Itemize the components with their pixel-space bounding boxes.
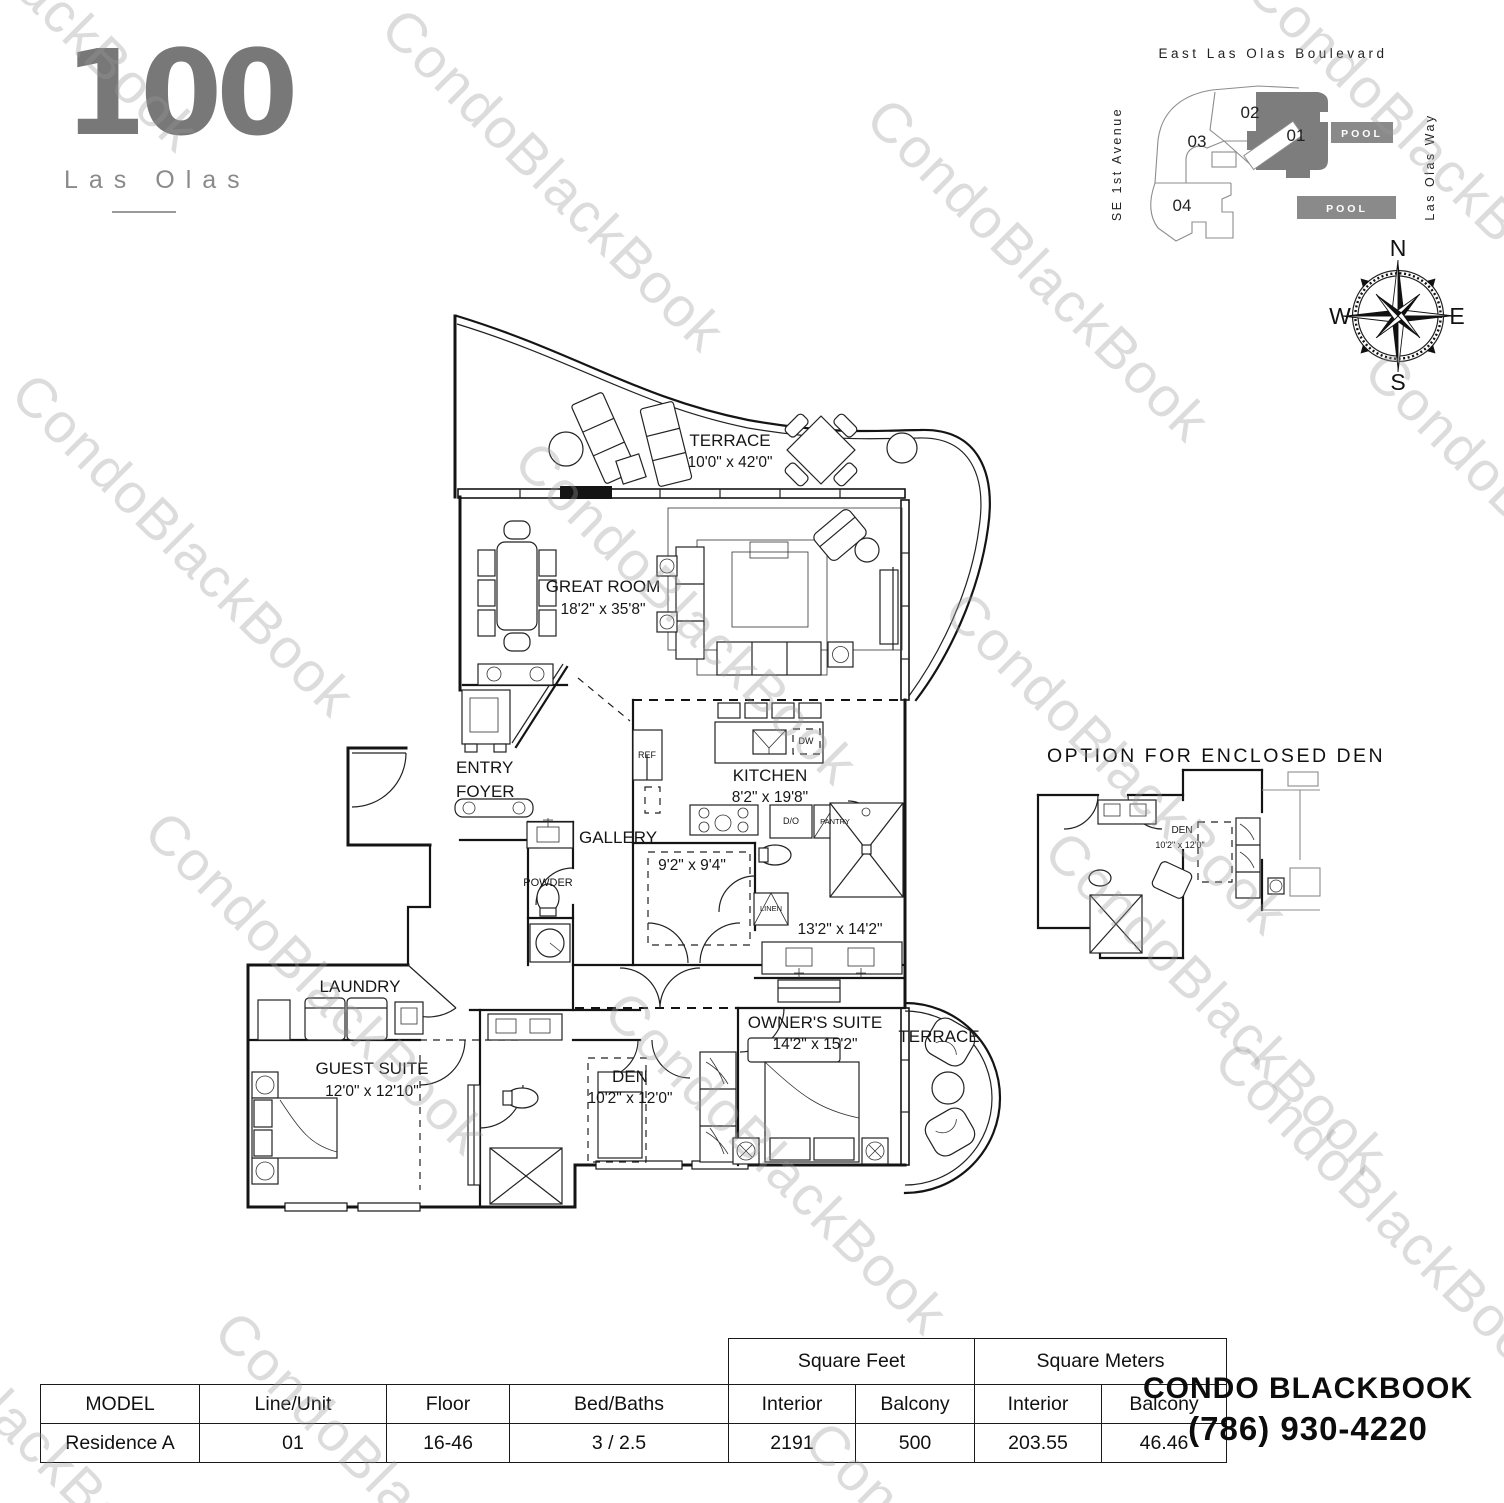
cell-bed-baths: 3 / 2.5	[509, 1423, 729, 1463]
den-label: DEN	[612, 1067, 648, 1086]
guest-suite-furniture	[251, 1013, 563, 1205]
dw-label: DW	[799, 736, 814, 746]
brand-second: BLACKBOOK	[1269, 1372, 1473, 1405]
owners-suite-dim: 14'2" x 15'2"	[772, 1036, 857, 1053]
kitchen-dim: 8'2" x 19'8"	[732, 789, 808, 806]
pool-bottom-shape	[1297, 196, 1396, 219]
owner-terrace-furniture	[924, 1017, 976, 1157]
owner-bath-dim: 13'2" x 14'2"	[797, 921, 882, 938]
pantry-label: PANTRY	[820, 817, 850, 826]
great-room-furniture	[454, 507, 903, 818]
street-top-label: East Las Olas Boulevard	[1158, 46, 1387, 61]
site-unit-01-label: 01	[1287, 126, 1306, 145]
col-floor: Floor	[386, 1384, 510, 1424]
col-line-unit: Line/Unit	[199, 1384, 387, 1424]
bath-fixtures	[526, 802, 904, 978]
entry-foyer-label-1: ENTRY	[456, 758, 513, 777]
compass-west-label: W	[1329, 303, 1351, 329]
cell-line-unit: 01	[199, 1423, 387, 1463]
cell-sqm-interior: 203.55	[974, 1423, 1102, 1463]
laundry-label: LAUNDRY	[320, 977, 401, 996]
compass-north-label: N	[1390, 235, 1407, 261]
col-sqm-interior: Interior	[974, 1384, 1102, 1424]
site-map: East Las Olas Boulevard SE 1st Avenue La…	[1110, 46, 1437, 242]
logo-subtitle: Las Olas	[64, 166, 251, 194]
col-sqft-interior: Interior	[728, 1384, 856, 1424]
den-dim: 10'2" x 12'0"	[587, 1090, 672, 1107]
street-right-label: Las Olas Way	[1423, 113, 1437, 220]
great-room-dim: 18'2" x 35'8"	[560, 601, 645, 618]
gallery-label: GALLERY	[579, 828, 657, 847]
den-option-den-label: DEN	[1171, 825, 1192, 836]
pool-bottom-label: POOL	[1326, 203, 1368, 215]
logo-underline	[112, 211, 176, 213]
kitchen-fixtures	[632, 702, 857, 839]
entry-foyer-label-2: FOYER	[456, 782, 515, 801]
guest-suite-label: GUEST SUITE	[315, 1059, 428, 1078]
site-unit-02-label: 02	[1241, 103, 1260, 122]
cell-sqft-balcony: 500	[855, 1423, 975, 1463]
compass-south-label: S	[1390, 369, 1405, 395]
logo-number: 100	[64, 24, 298, 162]
ref-label: REF	[638, 750, 657, 760]
den-furniture	[587, 1051, 737, 1163]
street-left-label: SE 1st Avenue	[1110, 107, 1124, 221]
brand-name: CONDO BLACKBOOK	[1128, 1372, 1488, 1406]
linen-label: LINEN	[760, 904, 782, 913]
compass-east-label: E	[1449, 303, 1464, 329]
terrace-right-label: TERRACE	[898, 1027, 979, 1046]
cell-sqm-balcony: 46.46	[1101, 1423, 1227, 1463]
spec-table: Square Feet Square Meters MODEL Line/Uni…	[40, 1338, 1227, 1463]
pool-top-label: POOL	[1341, 128, 1383, 140]
col-model: MODEL	[40, 1384, 200, 1424]
pool-top-shape	[1331, 122, 1393, 143]
terrace-furniture	[548, 392, 918, 487]
site-building-outline	[1150, 85, 1300, 242]
site-unit-01-inset	[1243, 120, 1304, 171]
bedroom2-dim: 9'2" x 9'4"	[658, 857, 726, 874]
cell-floor: 16-46	[386, 1423, 510, 1463]
brand-phone: (786) 930-4220	[1188, 1410, 1428, 1447]
great-room-label: GREAT ROOM	[546, 577, 661, 596]
compass-rose: N S W E	[1329, 235, 1465, 395]
brand-first: CONDO	[1142, 1372, 1260, 1405]
terrace-top-dim: 10'0" x 42'0"	[687, 454, 772, 471]
col-sqm-balcony: Balcony	[1101, 1384, 1227, 1424]
laundry-fixtures	[257, 997, 424, 1041]
site-unit-04-label: 04	[1173, 196, 1192, 215]
col-bed-baths: Bed/Baths	[509, 1384, 729, 1424]
terrace-top-label: TERRACE	[689, 431, 770, 450]
group-square-feet: Square Feet	[728, 1338, 975, 1385]
guest-suite-dim: 12'0" x 12'10"	[325, 1083, 419, 1100]
table-row: Residence A 01 16-46 3 / 2.5 2191 500 20…	[40, 1423, 1227, 1463]
powder-label: POWDER	[523, 877, 573, 889]
footer-brand-block: CONDO BLACKBOOK (786) 930-4220	[1128, 1372, 1488, 1448]
den-option-title: OPTION FOR ENCLOSED DEN	[1047, 745, 1385, 767]
site-unit-03-label: 03	[1188, 132, 1207, 151]
col-sqft-balcony: Balcony	[855, 1384, 975, 1424]
owners-suite-label: OWNER'S SUITE	[748, 1013, 883, 1032]
den-option-den-dim: 10'2" x 12'0"	[1155, 840, 1204, 850]
owner-suite-furniture	[732, 979, 889, 1165]
den-option-plan: OPTION FOR ENCLOSED DEN	[1036, 745, 1385, 960]
cell-model: Residence A	[40, 1423, 200, 1463]
kitchen-label: KITCHEN	[733, 766, 808, 785]
floor-plan-drawing: TERRACE 10'0" x 42'0" GREAT ROOM 18'2" x…	[246, 314, 1002, 1212]
cell-sqft-interior: 2191	[728, 1423, 856, 1463]
double-oven-label: D/O	[783, 816, 799, 826]
group-square-meters: Square Meters	[974, 1338, 1227, 1385]
logo: 100 Las Olas	[64, 24, 298, 213]
